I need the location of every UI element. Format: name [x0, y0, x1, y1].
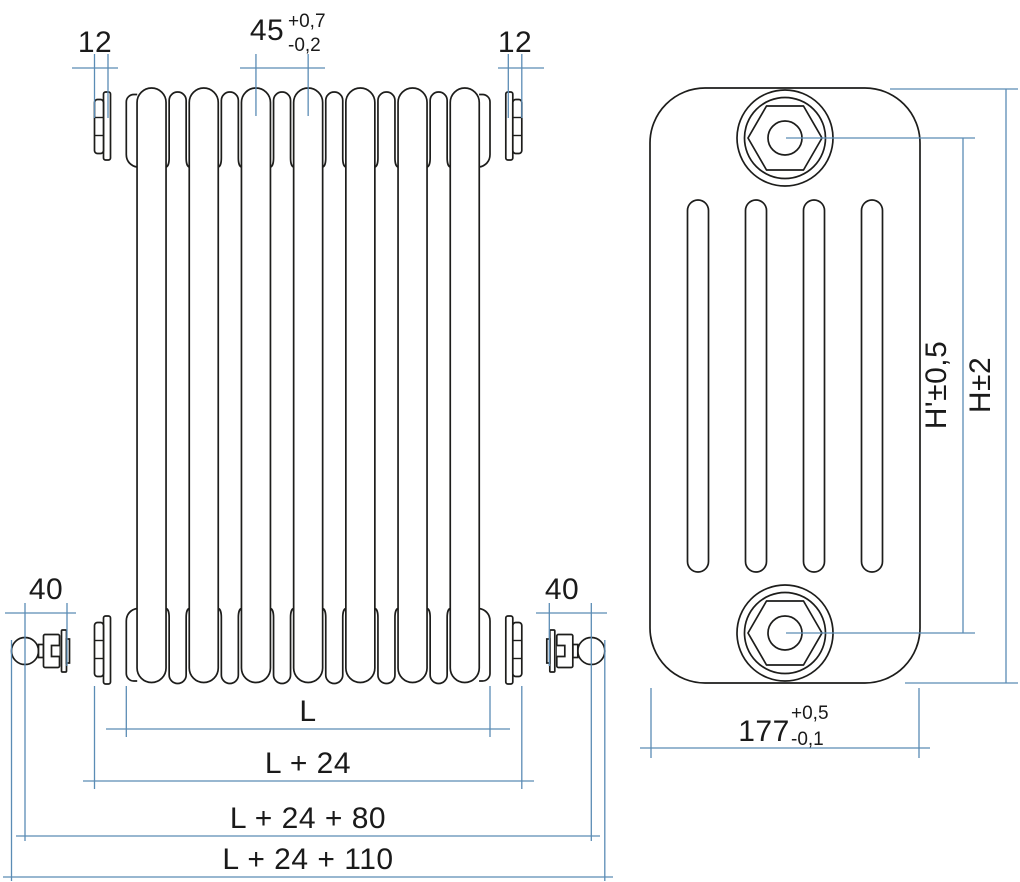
dim-depth-tol-minus: -0,1: [791, 729, 824, 750]
front-column: [345, 87, 376, 684]
side-slot: [686, 199, 710, 573]
side-body: [649, 87, 921, 684]
dim-length-label: L: [299, 695, 316, 728]
side-slots: [686, 199, 884, 573]
front-columns: [136, 87, 481, 684]
front-column: [188, 87, 220, 684]
dim-hub-left-label: 12: [78, 26, 112, 59]
dim-length-hubs-label: L + 24: [265, 747, 351, 780]
dim-height-overall-label: H±2: [964, 357, 997, 413]
dim-pitch-tol-minus: -0,2: [288, 35, 321, 56]
dim-valve-right-label: 40: [545, 573, 579, 606]
side-slot: [802, 199, 826, 573]
dim-pitch-tol-plus: +0,7: [288, 11, 326, 32]
dim-pitch-label: 45: [250, 14, 284, 47]
dim-depth-tol-plus: +0,5: [791, 703, 829, 724]
dimension-lines: [3, 54, 1018, 881]
dim-height-centers-label: H'±0,5: [920, 341, 953, 430]
dim-length-valve-centers-label: L + 24 + 80: [230, 802, 386, 835]
front-column: [397, 87, 428, 684]
dim-hub-right-label: 12: [498, 26, 532, 59]
dim-depth-label: 177: [738, 715, 790, 748]
dimension-labels: 12 45 +0,7 -0,2 12 40 40 L L + 24 L + 24…: [29, 11, 997, 876]
front-column: [292, 87, 324, 684]
front-column: [136, 87, 167, 684]
front-column: [449, 87, 481, 684]
dim-length-overall-label: L + 24 + 110: [222, 843, 393, 876]
side-slot: [860, 199, 884, 573]
right-fittings: [478, 91, 606, 685]
side-slot: [744, 199, 768, 573]
dim-valve-left-label: 40: [29, 573, 63, 606]
side-view: [649, 87, 921, 684]
front-view: [10, 87, 606, 685]
front-column: [240, 87, 272, 684]
